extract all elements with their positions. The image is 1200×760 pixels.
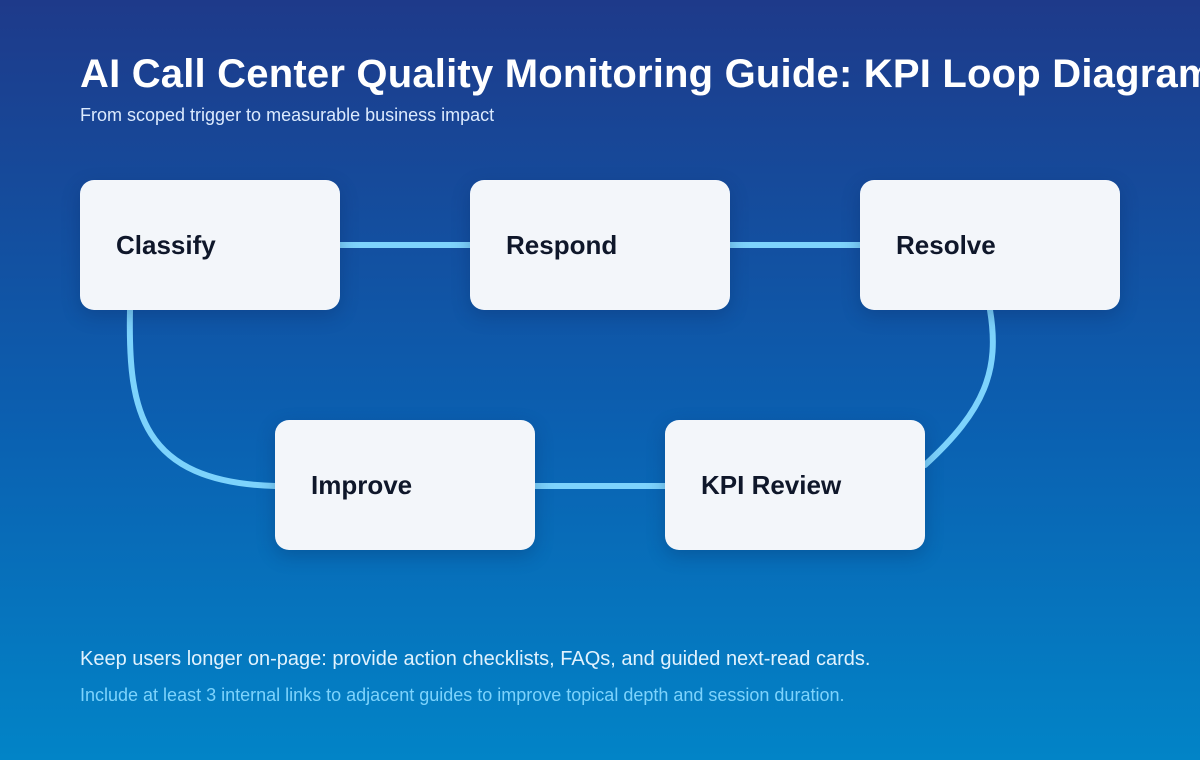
footer-note: Keep users longer on-page: provide actio… (80, 648, 871, 670)
page-subtitle: From scoped trigger to measurable busine… (80, 105, 495, 125)
node-classify-label: Classify (116, 229, 216, 260)
node-improve: Improve (275, 420, 535, 550)
node-resolve-label: Resolve (896, 229, 996, 260)
node-classify: Classify (80, 180, 340, 310)
node-respond-label: Respond (506, 229, 618, 260)
edge-improve-classify (126, 307, 278, 489)
node-resolve: Resolve (860, 180, 1120, 310)
node-kpi-review: KPI Review (665, 420, 925, 550)
node-kpi-review-label: KPI Review (701, 469, 842, 500)
node-improve-label: Improve (311, 469, 413, 500)
edge-resolve-kpi-review (922, 307, 996, 468)
page-title: AI Call Center Quality Monitoring Guide:… (80, 52, 1200, 96)
footer-tip: Include at least 3 internal links to adj… (80, 685, 845, 705)
node-respond: Respond (470, 180, 730, 310)
